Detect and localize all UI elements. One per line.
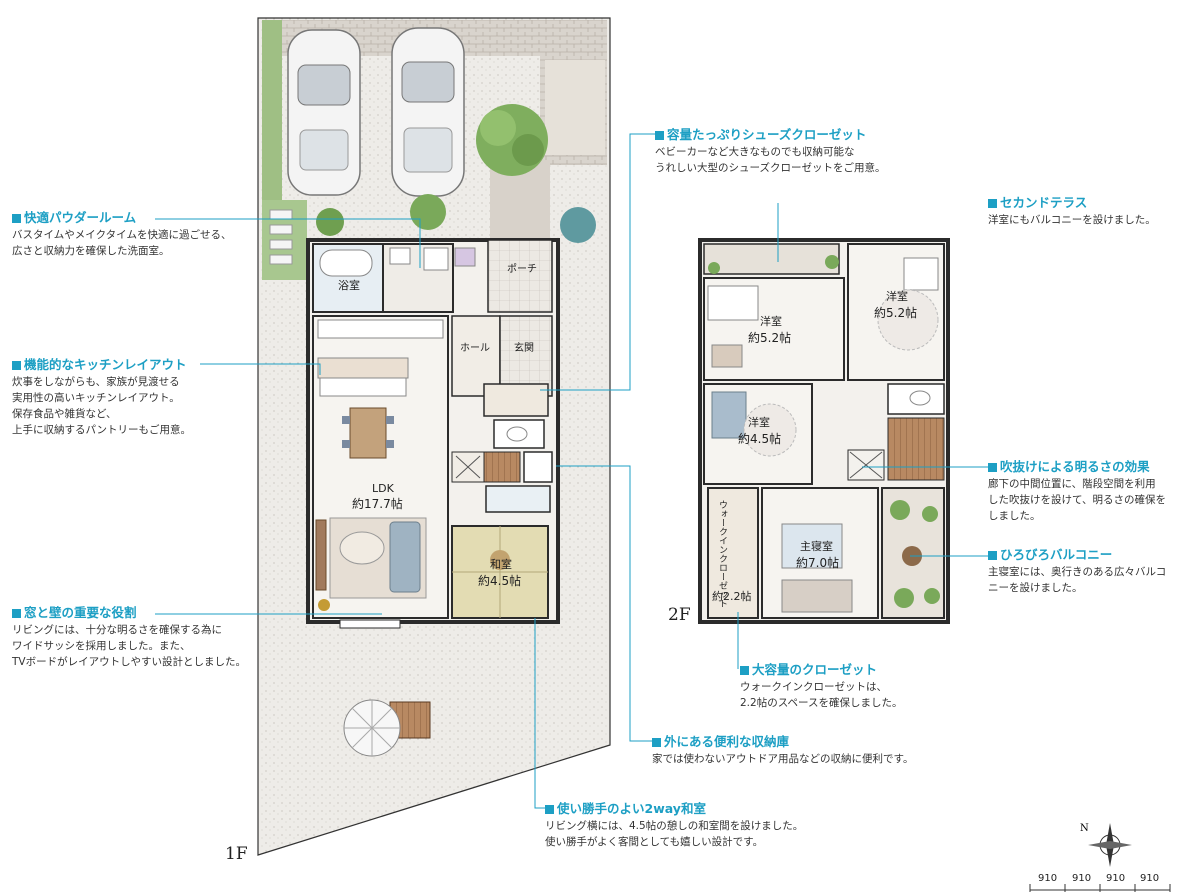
callout-text: 広さと収納力を確保した洗面室。 — [12, 245, 170, 257]
callout-title: 大容量のクローゼット — [752, 662, 878, 677]
callout-text: しました。 — [988, 510, 1041, 522]
callout-title: セカンドテラス — [1000, 195, 1088, 210]
callout-kitchen-layout: 機能的なキッチンレイアウト 炊事をしながらも、家族が見渡せる 実用性の高いキッチ… — [12, 356, 191, 438]
parked-car-right — [391, 27, 465, 197]
scale-label: 910 — [1072, 873, 1092, 884]
bullet-square-icon — [12, 213, 21, 223]
leader-lines — [155, 133, 990, 809]
room-label-wic: ウォークインクローゼット — [717, 500, 728, 608]
callout-text: TVボードがレイアウトしやすい設計としました。 — [12, 656, 246, 668]
bullet-square-icon — [652, 737, 661, 747]
bullet-square-icon — [988, 198, 997, 208]
scale-label: 910 — [1106, 873, 1126, 884]
callout-text: 家では使わないアウトドア用品などの収納に便利です。 — [652, 753, 914, 765]
callout-window-wall: 窓と壁の重要な役割 リビングには、十分な明るさを確保する為に ワイドサッシを採用… — [12, 604, 246, 670]
callout-title: 快適パウダールーム — [24, 210, 137, 225]
room-label-youshitsu-c: 洋室 — [748, 415, 770, 429]
bullet-square-icon — [545, 804, 554, 814]
compass-rose: N — [1080, 823, 1132, 867]
callout-title: 容量たっぷりシューズクローゼット — [667, 127, 867, 142]
callout-text: ウォークインクローゼットは、 — [740, 681, 887, 693]
callout-text: うれしい大型のシューズクローゼットをご用意。 — [655, 162, 886, 174]
callout-closet: 大容量のクローゼット ウォークインクローゼットは、 2.2帖のスペースを確保しま… — [740, 661, 902, 711]
room-label-ldk: LDK — [372, 482, 395, 495]
callout-text: した吹抜けを設けて、明るさの確保を — [988, 494, 1166, 506]
callout-fukinuke: 吹抜けによる明るさの効果 廊下の中間位置に、階段空間を利用 した吹抜けを設けて、… — [988, 458, 1166, 524]
bullet-square-icon — [988, 462, 997, 472]
callout-title: 機能的なキッチンレイアウト — [24, 357, 187, 372]
room-size-master: 約7.0帖 — [796, 555, 839, 570]
callout-2way-washitsu: 使い勝手のよい2way和室 リビング横には、4.5帖の憩しの和室間を設けました。… — [545, 800, 803, 850]
bullet-square-icon — [988, 550, 997, 560]
bullet-square-icon — [655, 130, 664, 140]
callout-balcony: ひろびろバルコニー 主寝室には、奥行きのある広々バルコ ニーを設けました。 — [988, 546, 1166, 596]
callout-text: ベビーカーなど大きなものでも収納可能な — [655, 146, 855, 158]
bullet-square-icon — [12, 608, 21, 618]
callout-text: リビングには、十分な明るさを確保する為に — [12, 624, 222, 636]
scale-label: 910 — [1140, 873, 1160, 884]
callout-title: ひろびろバルコニー — [1000, 547, 1113, 562]
parked-car-left — [287, 29, 361, 196]
callout-text: 主寝室には、奥行きのある広々バルコ — [988, 566, 1167, 578]
callout-text: 保存食品や雑貨など、 — [12, 408, 117, 420]
room-size-youshitsu-c: 約4.5帖 — [738, 431, 781, 446]
room-size-ldk: 約17.7帖 — [352, 496, 403, 511]
callout-text: リビング横には、4.5帖の憩しの和室間を設けました。 — [545, 820, 804, 832]
room-label-bath: 浴室 — [338, 278, 360, 292]
house-1f — [306, 238, 560, 629]
room-label-hall: ホール — [460, 342, 490, 354]
callout-outdoor-storage: 外にある便利な収納庫 家では使わないアウトドア用品などの収納に便利です。 — [652, 733, 913, 767]
callout-text: 上手に収納するパントリーもご用意。 — [12, 424, 192, 436]
callout-title: 窓と壁の重要な役割 — [24, 605, 137, 620]
room-size-washitsu: 約4.5帖 — [478, 573, 521, 588]
room-label-youshitsu-a: 洋室 — [760, 314, 782, 328]
scale-label: 910 — [1038, 873, 1058, 884]
scale-bar — [1029, 884, 1171, 892]
bullet-square-icon — [12, 360, 21, 370]
room-size-youshitsu-a: 約5.2帖 — [748, 330, 791, 345]
room-label-porch: ポーチ — [507, 263, 537, 275]
tree-large — [476, 104, 548, 176]
room-label-youshitsu-b: 洋室 — [886, 289, 908, 303]
room-size-youshitsu-b: 約5.2帖 — [874, 305, 917, 320]
callout-text: 廊下の中間位置に、階段空間を利用 — [988, 478, 1156, 490]
house-2f — [698, 238, 950, 624]
bullet-square-icon — [740, 665, 749, 675]
callout-text: ワイドサッシを採用しました。また、 — [12, 640, 191, 652]
callout-title: 使い勝手のよい2way和室 — [557, 801, 706, 816]
callout-text: ニーを設けました。 — [988, 582, 1083, 594]
room-size-wic: 約2.2帖 — [712, 589, 752, 603]
callout-text: 実用性の高いキッチンレイアウト。 — [12, 392, 180, 404]
callout-text: バスタイムやメイクタイムを快適に過ごせる、 — [12, 229, 232, 241]
callout-text: 炊事をしながらも、家族が見渡せる — [12, 376, 180, 388]
callout-shoes-closet: 容量たっぷりシューズクローゼット ベビーカーなど大きなものでも収納可能な うれし… — [655, 126, 885, 176]
callout-text: 使い勝手がよく客間としても嬉しい設計です。 — [545, 836, 764, 848]
callout-title: 外にある便利な収納庫 — [664, 734, 790, 749]
room-label-washitsu: 和室 — [490, 557, 512, 571]
room-label-master: 主寝室 — [800, 539, 833, 553]
callout-title: 吹抜けによる明るさの効果 — [1000, 459, 1150, 474]
room-label-entrance: 玄関 — [514, 341, 534, 354]
callout-text: 洋室にもバルコニーを設けました。 — [988, 214, 1156, 226]
patio-table — [343, 699, 431, 757]
floor-label-1f: 1F — [225, 844, 248, 864]
floor-label-2f: 2F — [668, 605, 691, 625]
callout-powder-room: 快適パウダールーム バスタイムやメイクタイムを快適に過ごせる、 広さと収納力を確… — [12, 209, 231, 259]
compass-north-label: N — [1080, 823, 1089, 834]
callout-text: 2.2帖のスペースを確保しました。 — [740, 697, 903, 709]
stepping-stones — [269, 209, 293, 265]
callout-second-terrace: セカンドテラス 洋室にもバルコニーを設けました。 — [988, 194, 1156, 228]
